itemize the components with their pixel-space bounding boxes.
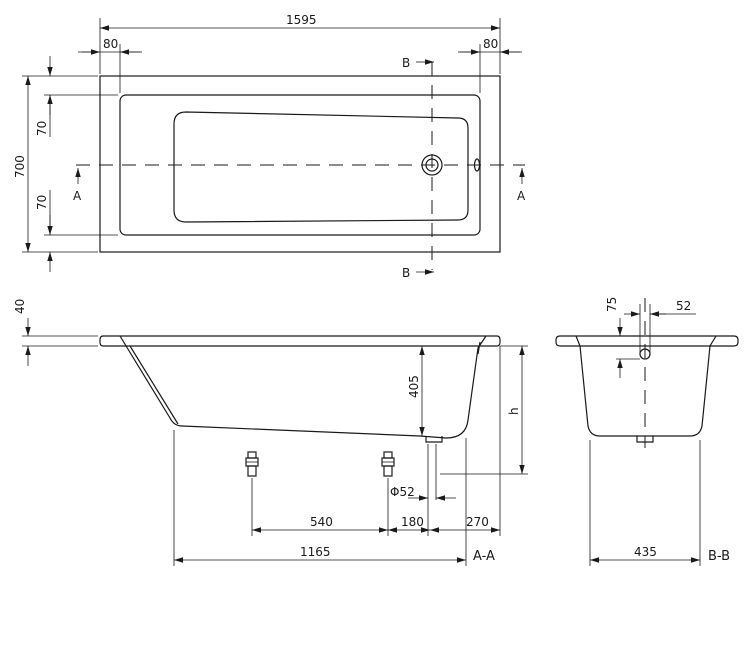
section-bb-view: 75 52 435 B-B xyxy=(555,297,739,566)
dim-700: 700 xyxy=(13,155,27,178)
dim-435: 435 xyxy=(634,545,657,559)
section-aa-label: A-A xyxy=(473,549,495,564)
dim-540: 540 xyxy=(310,515,333,529)
dim-180: 180 xyxy=(401,515,424,529)
dim-70-bottom: 70 xyxy=(35,195,49,210)
bb-body-profile xyxy=(575,335,717,437)
tub-basin xyxy=(173,111,469,223)
bb-drain xyxy=(636,436,654,443)
section-aa-view: 40 405 h Φ52 xyxy=(13,299,528,566)
dim-1165: 1165 xyxy=(300,545,331,559)
top-view: A A B B 1595 80 80 700 70 xyxy=(13,13,526,280)
tub-outer-rim xyxy=(99,75,501,253)
dim-80-right: 80 xyxy=(483,37,498,51)
section-a-label-right: A xyxy=(517,189,526,203)
dim-405: 405 xyxy=(407,375,421,398)
section-bb-label: B-B xyxy=(708,549,730,564)
foot-right xyxy=(381,451,395,477)
overflow-mark xyxy=(477,341,481,355)
section-b-label-bottom: B xyxy=(402,266,410,280)
bb-rim-profile xyxy=(555,335,739,347)
dim-1595: 1595 xyxy=(286,13,317,27)
foot-left xyxy=(245,451,259,477)
dim-80-left: 80 xyxy=(103,37,118,51)
dim-52: 52 xyxy=(676,299,691,313)
dim-270: 270 xyxy=(466,515,489,529)
dim-75: 75 xyxy=(605,297,619,312)
drain-profile xyxy=(425,436,443,443)
section-a-label-left: A xyxy=(73,189,82,203)
tub-body-profile xyxy=(119,335,487,439)
section-b-label-top: B xyxy=(402,56,410,70)
dim-h: h xyxy=(507,407,521,415)
tub-rim-profile xyxy=(99,335,501,347)
tub-inner-profile xyxy=(129,345,179,425)
dim-70-top: 70 xyxy=(35,121,49,136)
dim-diameter-52: Φ52 xyxy=(390,485,415,499)
dim-40: 40 xyxy=(13,299,27,314)
